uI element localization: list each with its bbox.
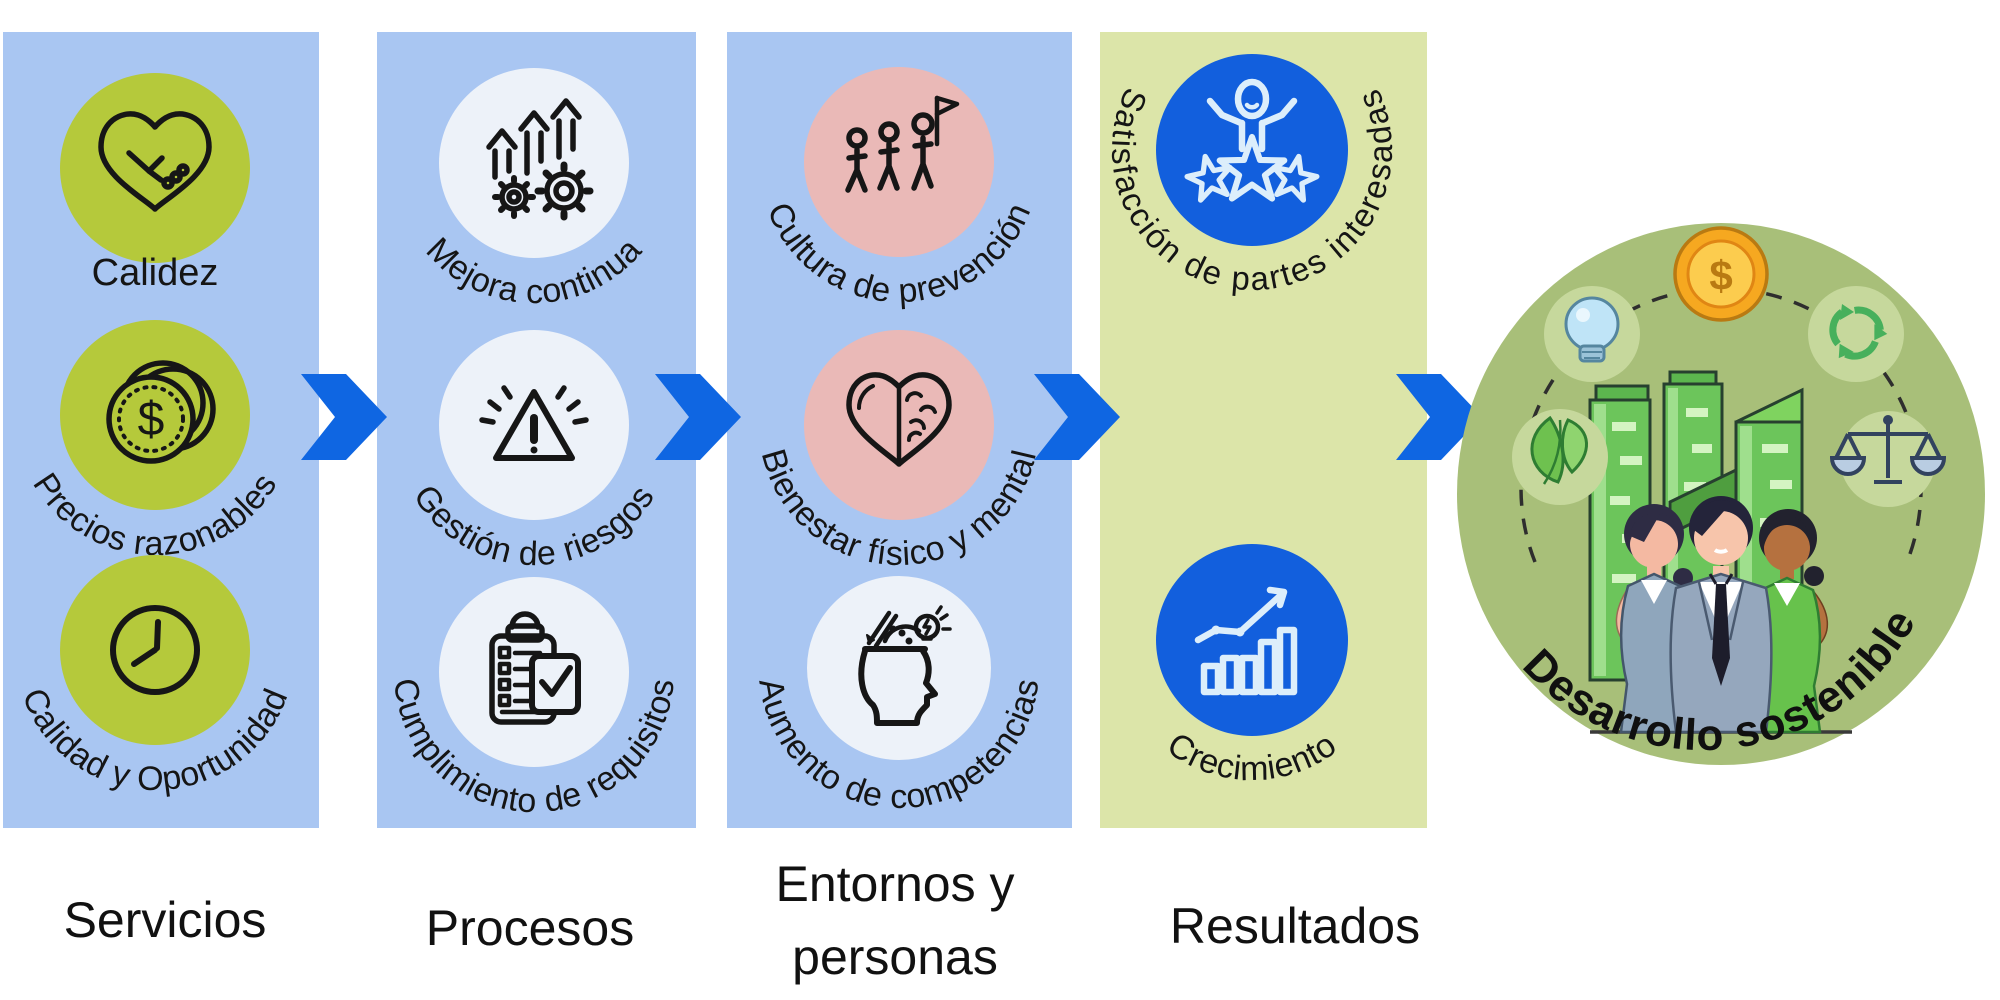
item-cultura-prevencion: Cultura de prevención — [759, 67, 1038, 310]
heart-brain-icon — [846, 372, 952, 467]
businessman-center — [1669, 496, 1773, 734]
flow-arrow-icon — [1396, 374, 1482, 460]
gear-small-icon — [492, 175, 536, 219]
star-icon — [1271, 153, 1320, 203]
growth-chart-icon — [1194, 586, 1298, 696]
column-title-resultados: Resultados — [1169, 898, 1421, 954]
item-bienestar: Bienestar físico y mental — [754, 330, 1043, 573]
dollar-glyph: $ — [138, 393, 165, 446]
person-three-stars-icon — [1184, 78, 1320, 203]
item-calidad-oportunidad: Calidad y Oportunidad — [14, 555, 295, 798]
people-with-flag-icon — [845, 95, 960, 193]
item-calidez: Calidez — [60, 73, 250, 294]
item-satisfaccion: Satisfacción de partes interesadas — [1105, 54, 1397, 297]
coins-dollar-icon: $ — [106, 360, 216, 464]
result-illustration: $ — [1457, 223, 1985, 765]
gear-large-icon — [534, 161, 594, 221]
star-icon — [1184, 153, 1233, 203]
lightbulb-icon — [1544, 286, 1640, 382]
recycle-icon — [1808, 286, 1904, 382]
coin-dollar-glyph: $ — [1709, 252, 1732, 299]
warning-triangle-icon — [479, 385, 589, 461]
head-creativity-icon — [858, 605, 952, 726]
handshake-heart-icon — [98, 111, 212, 212]
item-circle — [1156, 544, 1348, 736]
item-mejora-continua: Mejora continua — [419, 68, 649, 311]
flow-arrow-icon — [1034, 374, 1120, 460]
column-title-entornos: Entornos y personas — [775, 856, 1015, 985]
leaf-icon — [1512, 409, 1608, 505]
item-circle — [807, 576, 991, 760]
growth-arrows-gears-icon — [486, 98, 594, 221]
item-gestion-riesgos: Gestión de riesgos — [406, 330, 661, 573]
star-icon — [1216, 133, 1288, 202]
clipboard-checklist-icon — [489, 611, 581, 725]
item-aumento-competencias: Aumento de competencias — [751, 576, 1046, 816]
item-precios-razonables: $ Precios razonables — [25, 320, 284, 563]
column-title-servicios: Servicios — [63, 892, 267, 948]
clock-icon — [110, 605, 200, 695]
scales-icon — [1829, 411, 1947, 507]
item-label: Calidez — [92, 252, 219, 294]
item-crecimiento: Crecimiento — [1156, 544, 1348, 788]
item-circle — [439, 68, 629, 258]
item-cumplimiento-requisitos: Cumplimiento de requisitos — [386, 577, 681, 820]
flow-arrow-icon — [301, 374, 387, 460]
column-title-procesos: Procesos — [425, 900, 635, 956]
item-circle — [804, 67, 994, 257]
coin-icon: $ — [1673, 226, 1769, 322]
flow-arrow-icon — [655, 374, 741, 460]
